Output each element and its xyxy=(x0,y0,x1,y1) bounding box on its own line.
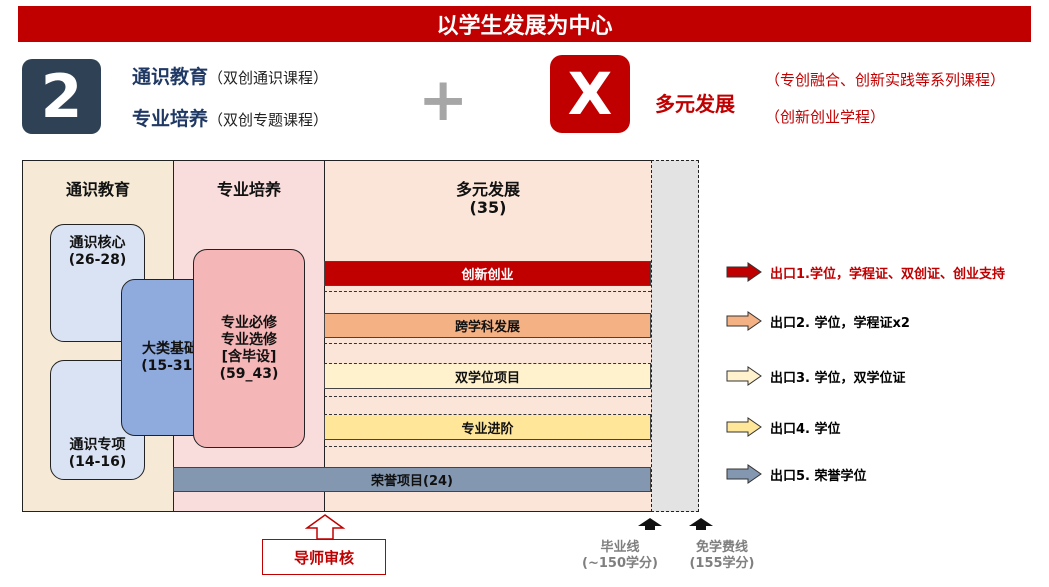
header-diverse-title: 多元发展 xyxy=(655,92,735,116)
column-extra xyxy=(651,160,699,512)
exit-3: 出口3. 学位，双学位证 xyxy=(726,366,906,386)
exit-5: 出口5. 荣誉学位 xyxy=(726,464,867,484)
column-diverse-credits: (35) xyxy=(469,198,507,217)
major-credits: (59_43) xyxy=(219,365,279,382)
header-diverse-note-1: （专创融合、创新实践等系列课程） xyxy=(765,71,1006,89)
page-title: 以学生发展为中心 xyxy=(18,6,1031,42)
separator xyxy=(324,414,651,415)
separator xyxy=(324,291,651,292)
free-tuition-credits: (155学分) xyxy=(689,556,755,571)
bar-advanced: 专业进阶 xyxy=(324,415,651,440)
header-line-2: 专业培养（双创专题课程） xyxy=(132,104,328,131)
arrow-up-icon xyxy=(689,518,713,530)
header-general-title: 通识教育 xyxy=(132,66,209,88)
header-major-note: （双创专题课程） xyxy=(208,111,329,129)
separator xyxy=(324,343,651,344)
arrow-right-icon xyxy=(726,366,762,386)
bar-cross-discipline: 跨学科发展 xyxy=(324,313,651,338)
separator xyxy=(324,363,651,364)
exit-5-label: 出口5. 荣誉学位 xyxy=(770,468,867,484)
foundation-label: 大类基础 xyxy=(141,340,198,357)
header-major-title: 专业培养 xyxy=(132,108,209,130)
arrow-right-icon xyxy=(726,464,762,484)
major-thesis: [含毕设] xyxy=(221,348,277,365)
column-diverse-heading: 多元发展 xyxy=(455,180,520,199)
major-required: 专业必修 xyxy=(220,314,277,331)
general-special-credits: (14-16) xyxy=(68,454,127,470)
graduation-line: 毕业线 (~150学分) xyxy=(560,540,680,572)
arrow-up-icon xyxy=(305,514,345,540)
column-general-heading: 通识教育 xyxy=(65,180,130,199)
graduation-line-label: 毕业线 xyxy=(600,540,640,555)
major-box: 专业必修 专业选修 [含毕设] (59_43) xyxy=(193,249,305,448)
arrow-right-icon xyxy=(726,262,762,282)
exit-2: 出口2. 学位，学程证x2 xyxy=(726,311,910,331)
arrow-up-icon xyxy=(638,518,662,530)
free-tuition-label: 免学费线 xyxy=(695,540,748,555)
header-line-1: 通识教育（双创通识课程） xyxy=(132,62,328,89)
graduation-line-credits: (~150学分) xyxy=(582,556,658,571)
bar-innovation: 创新创业 xyxy=(324,261,651,286)
arrow-right-icon xyxy=(726,417,762,437)
number-badge: 2 xyxy=(22,59,101,134)
arrow-right-icon xyxy=(726,311,762,331)
bar-honor: 荣誉项目(24) xyxy=(173,467,651,492)
exit-4: 出口4. 学位 xyxy=(726,417,841,437)
separator xyxy=(324,396,651,397)
header-diverse-note-2: （创新创业学程） xyxy=(765,108,886,126)
exit-4-label: 出口4. 学位 xyxy=(770,421,841,437)
general-core-label: 通识核心 xyxy=(69,235,126,251)
free-tuition-line: 免学费线 (155学分) xyxy=(672,540,772,572)
separator xyxy=(324,446,651,447)
bar-double-degree: 双学位项目 xyxy=(324,364,651,389)
header-general-note: （双创通识课程） xyxy=(208,69,329,87)
general-core-credits: (26-28) xyxy=(68,252,127,268)
major-elective: 专业选修 xyxy=(220,331,277,348)
exit-2-label: 出口2. 学位，学程证x2 xyxy=(770,315,910,331)
exit-3-label: 出口3. 学位，双学位证 xyxy=(770,370,906,386)
column-major-heading: 专业培养 xyxy=(216,180,281,199)
plus-sign: + xyxy=(418,65,469,135)
exit-1-label: 出口1.学位，学程证、双创证、创业支持 xyxy=(770,266,1005,282)
foundation-credits: (15-31) xyxy=(141,357,199,374)
x-badge: X xyxy=(550,55,630,133)
general-special-label: 通识专项 xyxy=(69,437,126,453)
exit-1: 出口1.学位，学程证、双创证、创业支持 xyxy=(726,262,1005,282)
mentor-review-box: 导师审核 xyxy=(262,539,386,575)
